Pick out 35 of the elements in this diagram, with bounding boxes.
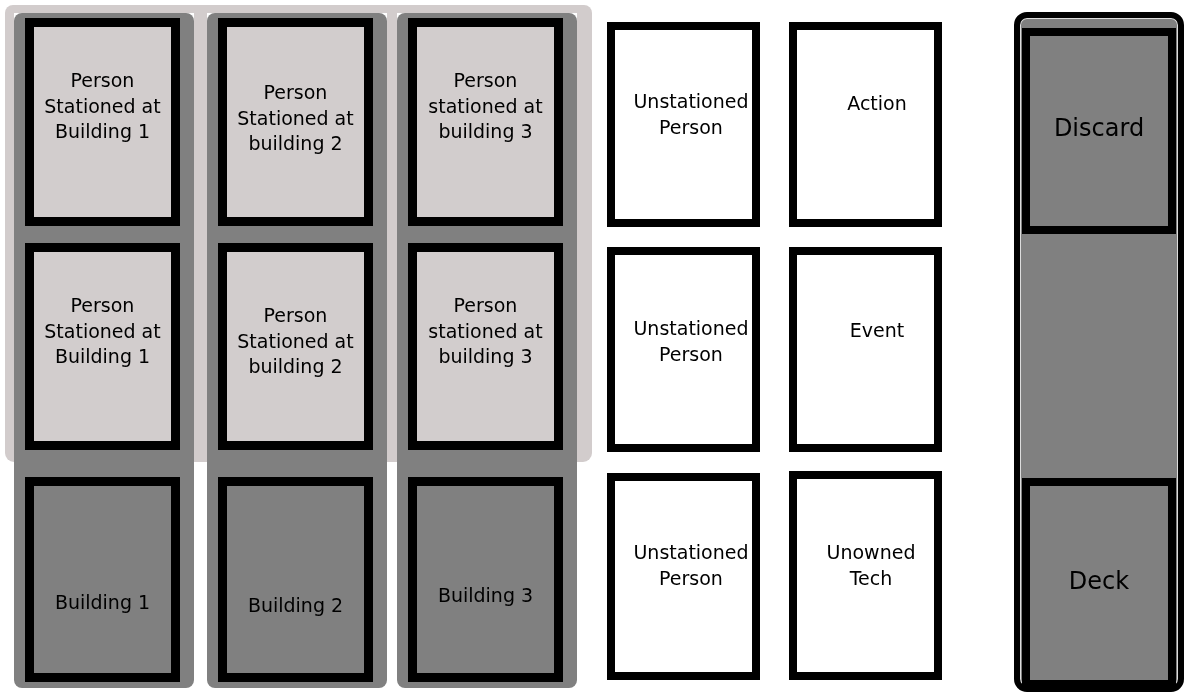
card-label: Person Stationed at Building 1 (43, 293, 162, 370)
card (607, 22, 760, 227)
person-card (25, 243, 180, 450)
card-label: Building 3 (436, 583, 535, 608)
person-card (218, 243, 373, 450)
card (789, 22, 942, 227)
building-card (408, 477, 563, 682)
card-label: Building 1 (53, 590, 152, 615)
card (789, 247, 942, 452)
card-label: Unstationed Person (632, 89, 750, 140)
card-label: Person stationed at building 3 (427, 68, 544, 145)
card (607, 473, 760, 680)
card-label: Person Stationed at Building 1 (43, 68, 162, 145)
card-label: Person Stationed at building 2 (236, 80, 355, 157)
person-card (218, 18, 373, 226)
card (607, 247, 760, 452)
card-label: Event (848, 318, 906, 343)
card (789, 471, 942, 680)
card-label: Unstationed Person (632, 316, 750, 367)
card-label: Person Stationed at building 2 (236, 303, 355, 380)
person-card (408, 18, 563, 226)
card-label: Unowned Tech (825, 540, 917, 591)
card-label: Person stationed at building 3 (427, 293, 544, 370)
building-card (25, 477, 180, 682)
person-card (25, 18, 180, 226)
pile-card (1022, 478, 1176, 688)
card-label: Deck (1067, 566, 1131, 597)
person-card (408, 243, 563, 450)
pile-panel (1014, 12, 1184, 692)
card-label: Unstationed Person (632, 540, 750, 591)
card-label: Action (846, 91, 908, 116)
pile-card (1022, 28, 1176, 234)
building-card (218, 477, 373, 682)
card-label: Discard (1052, 113, 1146, 144)
card-label: Building 2 (246, 593, 345, 618)
